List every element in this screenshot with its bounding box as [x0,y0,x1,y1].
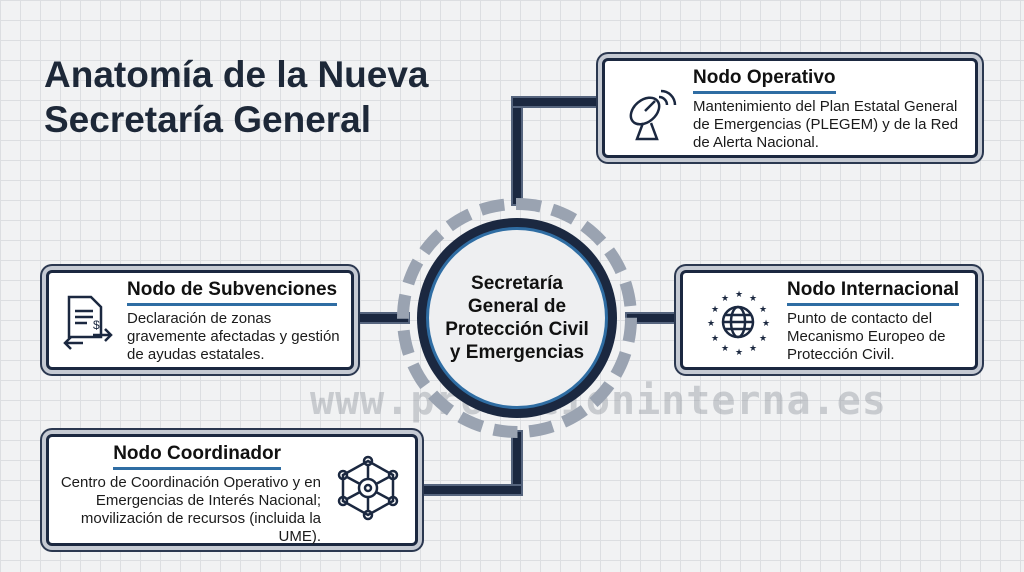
svg-text:★: ★ [721,293,729,303]
center-text: General de [467,296,567,317]
node-title: Nodo de Subvenciones [127,279,338,306]
svg-text:★: ★ [707,318,715,328]
svg-text:★: ★ [735,289,743,299]
svg-text:★: ★ [721,343,729,353]
title-line: Anatomía de la Nueva [44,54,429,95]
node-text: Punto de contacto del Mecanismo Europeo … [787,310,946,363]
svg-text:★: ★ [759,304,767,314]
node-title: Nodo Internacional [787,279,960,306]
node-title: Nodo Coordinador [113,443,281,470]
connector-up [511,96,523,206]
document-money-icon: $ [63,295,113,350]
node-text: Mantenimiento del Plan Estatal General d… [693,98,959,151]
eu-globe-icon: ★★★★★★★★★★★★ [707,289,770,357]
center-text: Secretaría [471,273,563,294]
node-title: Nodo Operativo [693,67,836,94]
node-coordinador: Nodo Coordinador Centro de Coordinación … [46,434,418,546]
network-gears-icon [337,455,399,521]
node-internacional: ★★★★★★★★★★★★ Nodo Internacional Punto de… [680,270,978,370]
svg-text:★: ★ [749,343,757,353]
svg-text:★: ★ [762,318,770,328]
center-label: Secretaría General de Protección Civil y… [426,227,608,409]
node-subvenciones: $ Nodo de Subvenciones Declaración de zo… [46,270,354,370]
svg-text:★: ★ [749,293,757,303]
satellite-dish-icon [629,89,677,141]
svg-text:★: ★ [735,347,743,357]
node-text: Declaración de zonas gravemente afectada… [127,310,340,363]
node-text: Centro de Coordinación Operativo y en Em… [60,474,321,545]
svg-text:★: ★ [711,304,719,314]
svg-text:★: ★ [711,333,719,343]
title-line: Secretaría General [44,99,372,140]
connector-down-h [418,484,523,496]
center-text: y Emergencias [449,342,585,363]
center-text: Protección Civil [445,319,589,340]
svg-text:$: $ [93,318,100,332]
connector-up-h [511,96,603,108]
node-operativo: Nodo Operativo Mantenimiento del Plan Es… [602,58,978,158]
center-node: Secretaría General de Protección Civil y… [417,218,617,418]
svg-text:★: ★ [759,333,767,343]
